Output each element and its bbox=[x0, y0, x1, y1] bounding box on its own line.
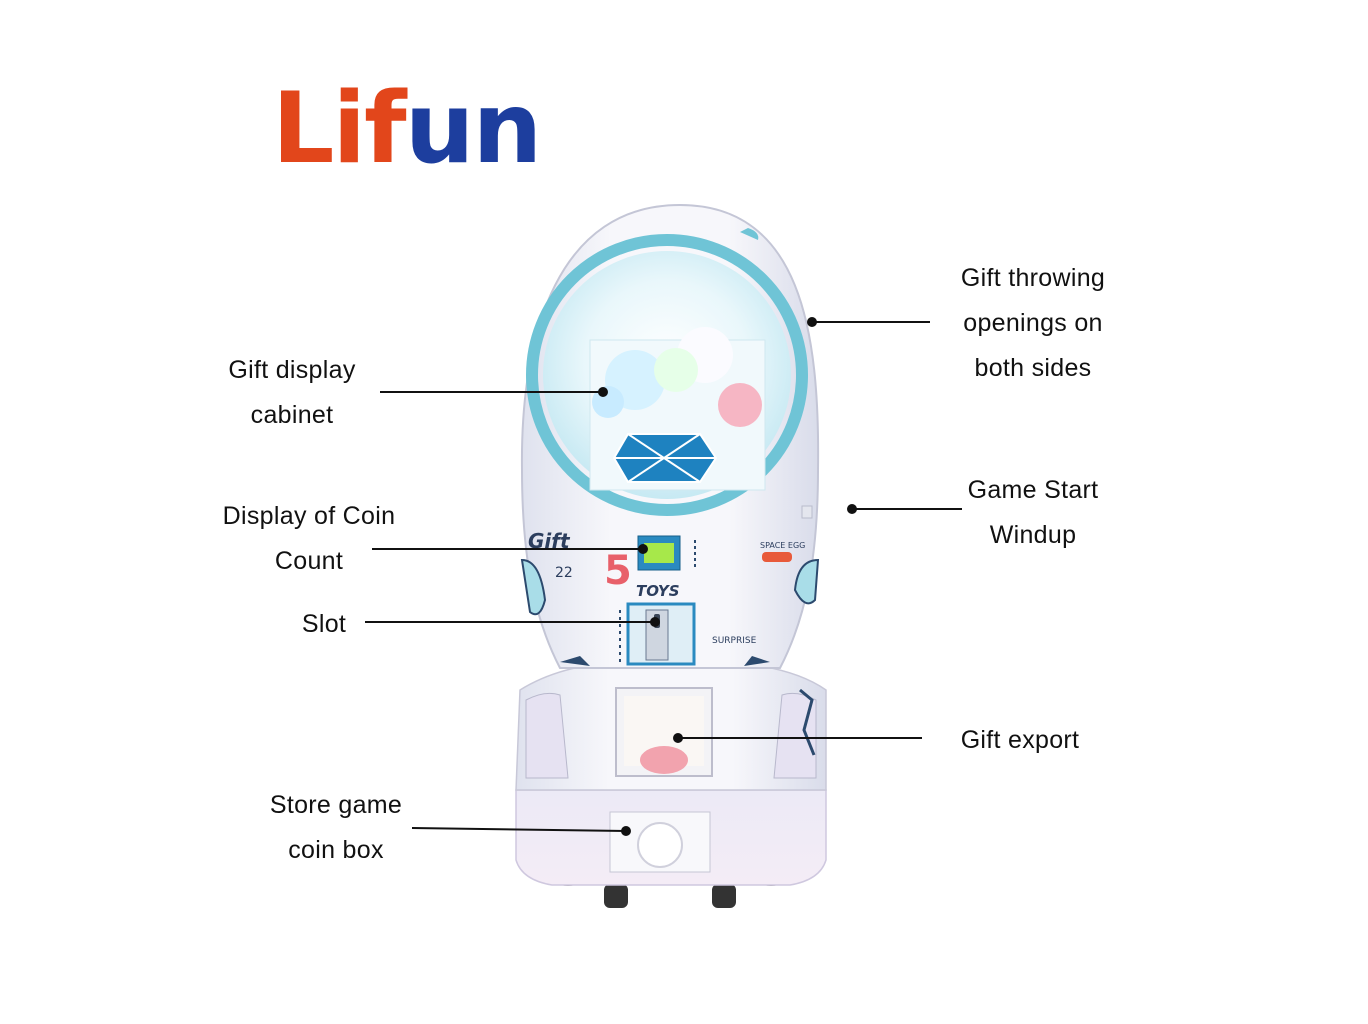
label-line: Display of Coin bbox=[222, 502, 396, 530]
logo-text-part1: Lif bbox=[272, 72, 407, 186]
label-line: Gift export bbox=[960, 726, 1080, 754]
panel-toys-text: TOYS bbox=[636, 582, 680, 600]
label-line: Game Start bbox=[967, 476, 1099, 504]
label-line: openings on bbox=[963, 309, 1103, 337]
label-line: coin box bbox=[288, 836, 384, 864]
panel-space-text: SPACE EGG bbox=[760, 541, 805, 550]
label-gift-throwing-openings: Gift throwing openings on both sides bbox=[923, 256, 1143, 391]
panel-surprise-text: SURPRISE bbox=[712, 636, 757, 646]
label-line: Gift display bbox=[228, 356, 356, 384]
coin-box-door bbox=[609, 811, 711, 873]
gift-display-cabinet bbox=[526, 234, 808, 516]
label-game-start-windup: Game Start Windup bbox=[933, 468, 1133, 558]
brand-logo: Lifun bbox=[272, 80, 542, 178]
label-coin-count-display: Display of Coin Count bbox=[198, 494, 420, 584]
label-coin-box: Store game coin box bbox=[236, 783, 436, 873]
label-line: Gift throwing bbox=[960, 264, 1106, 292]
label-line: both sides bbox=[974, 354, 1092, 382]
logo-text-part2: un bbox=[404, 72, 543, 186]
label-line: Store game bbox=[269, 791, 403, 819]
callout-leader-lines bbox=[365, 317, 962, 836]
label-gift-display-cabinet: Gift display cabinet bbox=[192, 348, 392, 438]
label-line: Count bbox=[274, 547, 344, 575]
label-line: Slot bbox=[301, 610, 347, 638]
label-line: Windup bbox=[989, 521, 1077, 549]
label-slot: Slot bbox=[274, 602, 374, 647]
panel-five-text: 5 bbox=[604, 548, 632, 594]
gift-export-window bbox=[615, 687, 713, 777]
panel-number-text: 22 bbox=[555, 565, 573, 581]
label-line: cabinet bbox=[250, 401, 334, 429]
label-gift-export: Gift export bbox=[920, 718, 1120, 763]
